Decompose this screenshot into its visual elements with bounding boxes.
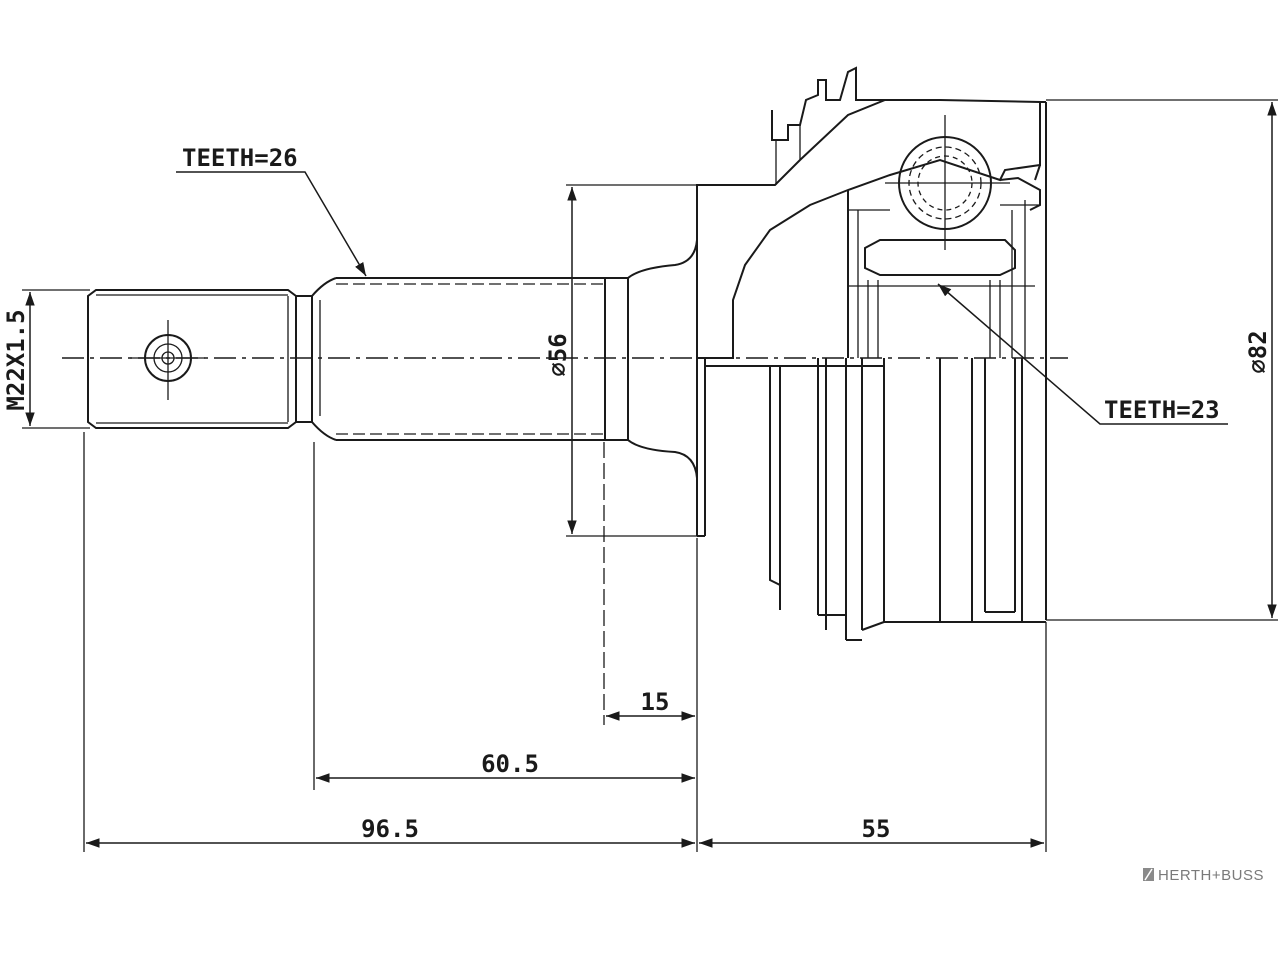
teeth-26-label: TEETH=26 (182, 144, 298, 172)
threaded-end (87, 277, 337, 441)
thread-label: M22X1.5 (2, 309, 30, 410)
brand-name: HERTH+BUSS (1158, 867, 1264, 884)
leader-teeth-23: TEETH=23 (937, 283, 1228, 425)
extension-lines (83, 432, 1047, 852)
dim-15: 15 (606, 688, 695, 721)
dim-55-label: 55 (862, 815, 891, 843)
cross-hole (130, 320, 205, 400)
brand-logo: HERTH+BUSS (1143, 867, 1264, 884)
housing-bell (696, 66, 1047, 641)
dim-55: 55 (699, 815, 1044, 848)
dia-82-label: ⌀82 (1244, 330, 1272, 373)
splined-shaft (336, 185, 698, 536)
dim-60-5: 60.5 (316, 750, 695, 783)
dim-dia-56: ⌀56 (544, 184, 697, 537)
dim-60-5-label: 60.5 (481, 750, 539, 778)
dim-96-5-label: 96.5 (361, 815, 419, 843)
dim-96-5: 96.5 (86, 815, 695, 848)
leader-teeth-26: TEETH=26 (176, 144, 367, 277)
ball-cage (847, 115, 1041, 358)
teeth-23-label: TEETH=23 (1104, 396, 1220, 424)
dim-15-label: 15 (641, 688, 670, 716)
dim-thread: M22X1.5 (2, 289, 90, 429)
dim-dia-82: ⌀82 (1046, 99, 1278, 621)
dia-56-label: ⌀56 (544, 333, 572, 376)
